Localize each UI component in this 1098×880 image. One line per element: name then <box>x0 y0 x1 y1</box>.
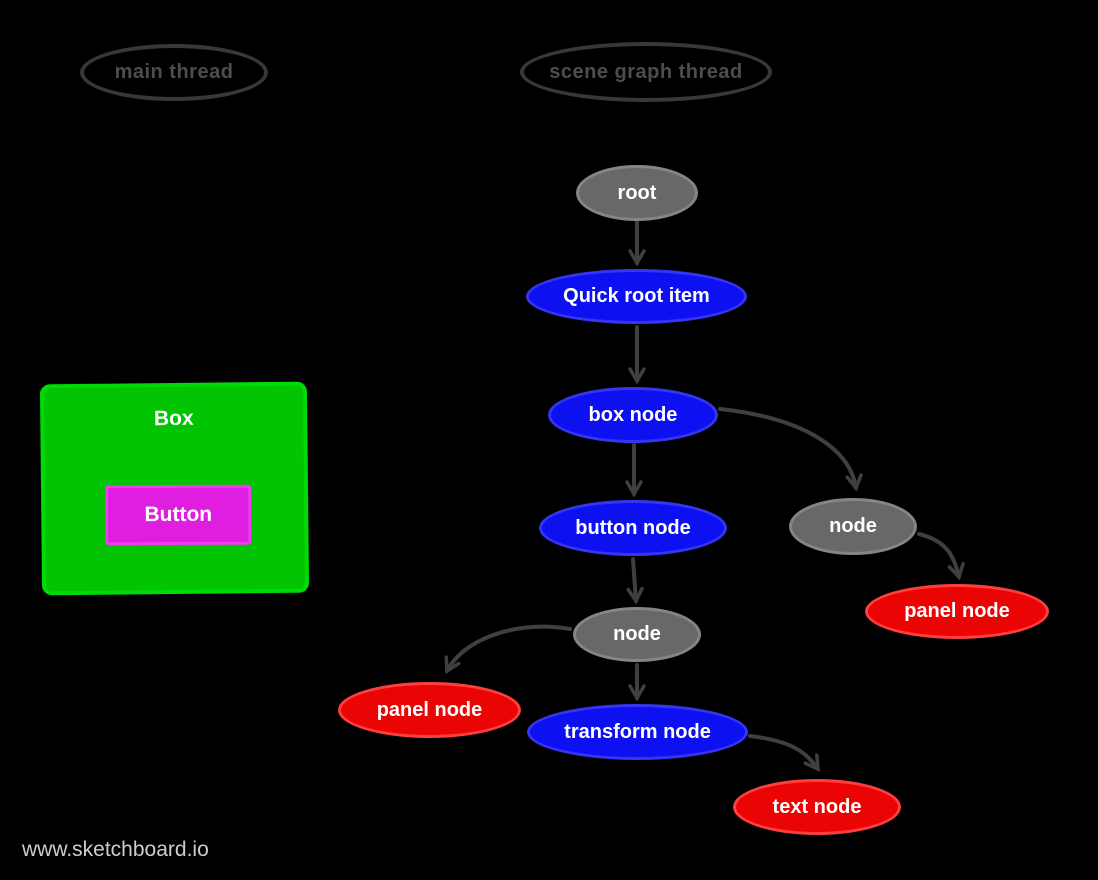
node-left[interactable]: node <box>573 607 701 662</box>
edge-node-left-to-panel-node-left <box>444 624 572 675</box>
node-box-node-label: box node <box>588 403 678 426</box>
node-left-label: node <box>613 623 661 645</box>
node-panel-node-right[interactable]: panel node <box>865 584 1049 639</box>
node-panel-node-left[interactable]: panel node <box>338 682 521 738</box>
node-button-node[interactable]: button node <box>539 500 727 556</box>
button-shape[interactable]: Button <box>105 484 252 546</box>
node-panel-node-left-label: panel node <box>376 698 483 721</box>
node-transform-node[interactable]: transform node <box>527 704 748 760</box>
node-transform-node-label: transform node <box>564 720 711 743</box>
node-text-node[interactable]: text node <box>733 779 901 835</box>
node-root-label: root <box>617 181 657 204</box>
node-text-node-label: text node <box>772 795 862 818</box>
scene-graph-thread-label: scene graph thread <box>549 60 743 83</box>
main-thread-label: main thread <box>114 61 234 83</box>
node-panel-node-right-label: panel node <box>904 600 1010 622</box>
node-right[interactable]: node <box>789 498 917 555</box>
box-label: Box <box>153 406 194 431</box>
edge-transform-node-to-text-node <box>748 734 821 772</box>
node-quick-root-item-label: Quick root item <box>563 285 710 307</box>
main-thread-ellipse[interactable]: main thread <box>80 44 268 101</box>
edge-button-node-to-node-left <box>626 557 644 605</box>
edge-node-right-to-panel-node-right <box>917 532 965 581</box>
node-box-node[interactable]: box node <box>548 387 718 443</box>
edge-box-node-to-node-right <box>718 407 863 492</box>
box-shape[interactable]: Box Button <box>39 381 310 596</box>
node-quick-root-item[interactable]: Quick root item <box>526 269 747 324</box>
node-root[interactable]: root <box>576 165 698 221</box>
node-button-node-label: button node <box>575 516 691 539</box>
sketchboard-watermark: www.sketchboard.io <box>22 838 209 861</box>
scene-graph-thread-ellipse[interactable]: scene graph thread <box>520 42 772 102</box>
button-label: Button <box>144 502 213 527</box>
node-right-label: node <box>829 515 877 537</box>
